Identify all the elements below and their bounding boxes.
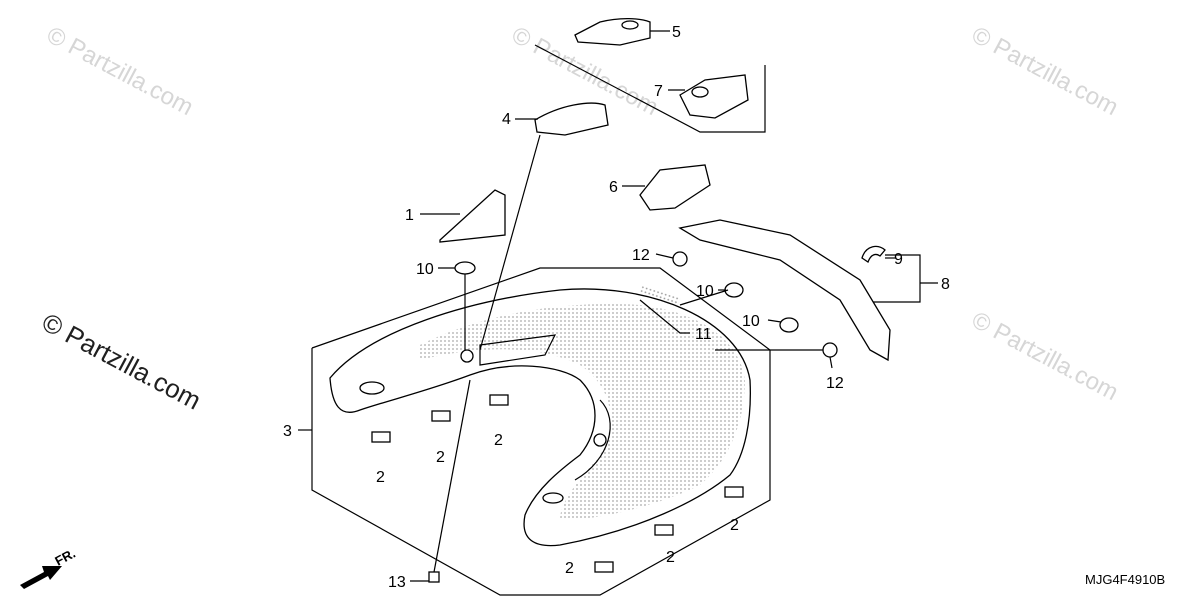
callout-6: 6 [609, 179, 618, 196]
cover-part-5 [574, 17, 651, 46]
rail-part-8 [678, 219, 891, 362]
callout-3: 3 [283, 423, 292, 440]
label-part-11 [639, 286, 681, 306]
callout-12a: 12 [632, 247, 650, 264]
direction-label: FR. [52, 546, 78, 569]
callout-4: 4 [502, 111, 511, 128]
cover-part-6 [639, 164, 711, 211]
callout-9: 9 [894, 251, 903, 268]
leader-11 [639, 299, 690, 334]
main-cover-part-3 [329, 288, 751, 547]
watermark-top-right: © Partzilla.com [967, 21, 1122, 121]
callout-8: 8 [941, 276, 950, 293]
seals-part-2 [371, 394, 744, 573]
assembly-outline-3 [311, 267, 771, 596]
cover-part-7 [679, 74, 749, 119]
callout-12b: 12 [826, 375, 844, 392]
bolt-part-13 [410, 379, 471, 583]
watermark-top-left: © Partzilla.com [42, 21, 197, 121]
callout-13: 13 [388, 574, 406, 591]
callout-2e: 2 [666, 549, 675, 566]
callout-2a: 2 [376, 469, 385, 486]
bracket-outline-8 [860, 254, 921, 303]
callout-7: 7 [654, 83, 663, 100]
leader-11b [679, 289, 729, 306]
callout-10b: 10 [696, 283, 714, 300]
watermark-main: © Partzilla.com [37, 307, 206, 416]
cover-part-4 [534, 102, 609, 136]
bracket-outline-5-7 [534, 44, 766, 133]
callout-2f: 2 [565, 560, 574, 577]
screws-part-12 [655, 251, 838, 369]
clip-part-9 [861, 245, 886, 263]
callout-5: 5 [672, 24, 681, 41]
callouts: 1 2 2 2 2 2 2 3 4 5 6 7 8 9 10 10 10 11 … [283, 24, 950, 591]
grommets-part-10 [438, 261, 799, 350]
diagram-code: MJG4F4910B [1085, 572, 1165, 587]
watermark-mid-right: © Partzilla.com [967, 306, 1122, 406]
callout-2b: 2 [436, 449, 445, 466]
callout-1: 1 [405, 207, 414, 224]
callout-11: 11 [695, 326, 712, 343]
leader-4-down [479, 134, 541, 351]
callout-10a: 10 [416, 261, 434, 278]
callout-2d: 2 [730, 517, 739, 534]
callout-2c: 2 [494, 432, 503, 449]
callout-10c: 10 [742, 313, 760, 330]
front-direction-arrow: FR. [20, 546, 78, 589]
cover-part-1 [439, 189, 506, 243]
